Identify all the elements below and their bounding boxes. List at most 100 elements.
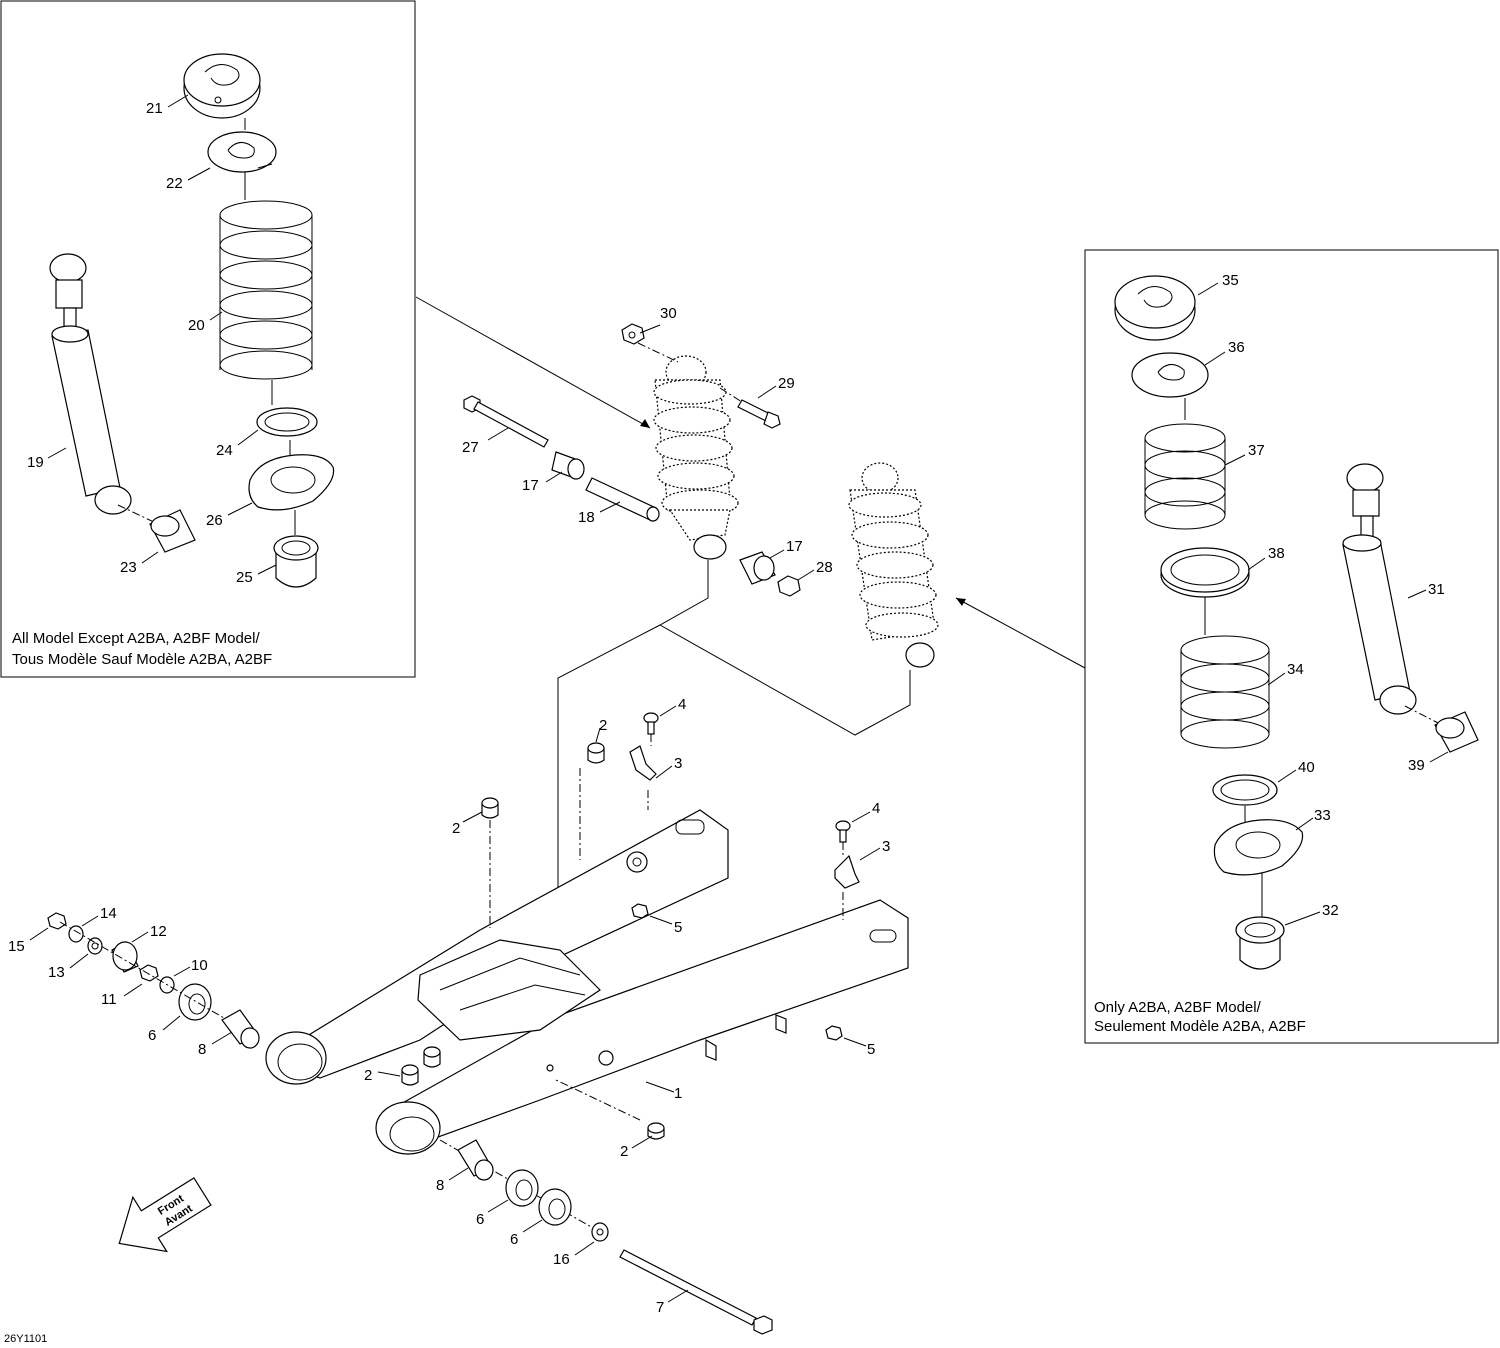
sleeve-8-left (221, 1009, 260, 1049)
callout-16: 16 (553, 1251, 570, 1268)
front-direction-arrow-icon: Front Avant (118, 1177, 212, 1253)
coil-spring-20 (219, 200, 313, 380)
callout-21: 21 (146, 100, 163, 117)
spring-seat-36 (1131, 352, 1209, 398)
callout-6-left: 6 (148, 1027, 156, 1044)
callout-2-bottom: 2 (620, 1143, 628, 1160)
adjuster-nut-32 (1235, 916, 1285, 970)
washer-13 (87, 937, 103, 955)
bushing-17-left (551, 451, 585, 480)
swing-arm-1 (265, 809, 909, 1155)
screw-2-lower-left (401, 1046, 441, 1086)
inset-left-caption-line1: All Model Except A2BA, A2BF Model/ (12, 630, 260, 647)
shock-assembly-center (653, 355, 739, 560)
nut-15 (47, 912, 67, 930)
callout-1: 1 (674, 1085, 682, 1102)
bushing-17-right (739, 551, 776, 585)
callout-25: 25 (236, 569, 253, 586)
shock-absorber-19 (49, 253, 132, 515)
callout-10: 10 (191, 957, 208, 974)
drawing-number: 26Y1101 (4, 1333, 47, 1345)
nut-30 (621, 323, 645, 345)
callout-37: 37 (1248, 442, 1265, 459)
callout-4-top: 4 (678, 696, 686, 713)
callout-33: 33 (1314, 807, 1331, 824)
bearing-6-bottom-b (538, 1188, 572, 1226)
callout-13: 13 (48, 964, 65, 981)
sleeve-18 (585, 477, 660, 522)
callout-40: 40 (1298, 759, 1315, 776)
inset-left-caption-line2: Tous Modèle Sauf Modèle A2BA, A2BF (12, 651, 272, 668)
callout-31: 31 (1428, 581, 1445, 598)
nut-5-right (825, 1025, 843, 1041)
callout-26: 26 (206, 512, 223, 529)
callout-8-left: 8 (198, 1041, 206, 1058)
callout-35: 35 (1222, 272, 1239, 289)
axle-bolt-7 (619, 1249, 773, 1335)
callout-32: 32 (1322, 902, 1339, 919)
callout-7: 7 (656, 1299, 664, 1316)
screw-4-right (835, 820, 851, 843)
inset-box-right (1084, 249, 1499, 1044)
sleeve-8-bottom (457, 1139, 494, 1181)
shock-assembly-right (848, 462, 939, 668)
callout-29: 29 (778, 375, 795, 392)
callout-5-right: 5 (867, 1041, 875, 1058)
ring-24 (256, 407, 318, 437)
callout-6-bottom-a: 6 (476, 1211, 484, 1228)
callout-34: 34 (1287, 661, 1304, 678)
callout-27: 27 (462, 439, 479, 456)
nut-28 (777, 575, 801, 597)
adjuster-plate-33 (1213, 819, 1304, 876)
callout-6-bottom-b: 6 (510, 1231, 518, 1248)
screw-2-top (587, 742, 605, 764)
callout-28: 28 (816, 559, 833, 576)
callout-2-lower-left: 2 (364, 1067, 372, 1084)
callout-3-right: 3 (882, 838, 890, 855)
callout-5-top: 5 (674, 919, 682, 936)
callout-12: 12 (150, 923, 167, 940)
callout-3-top: 3 (674, 755, 682, 772)
callout-14: 14 (100, 905, 117, 922)
callout-22: 22 (166, 175, 183, 192)
callout-4-right: 4 (872, 800, 880, 817)
bushing-23 (149, 509, 196, 553)
callout-23: 23 (120, 559, 137, 576)
bolt-29 (737, 399, 781, 429)
shock-absorber-31 (1342, 463, 1417, 715)
bolt-27 (463, 395, 549, 448)
callout-17-right: 17 (786, 538, 803, 555)
adjuster-nut-25 (273, 535, 319, 588)
adjuster-plate-26 (248, 454, 335, 511)
callout-20: 20 (188, 317, 205, 334)
bushing-39 (1434, 711, 1479, 753)
callout-2-upper-left: 2 (452, 820, 460, 837)
callout-8-bottom: 8 (436, 1177, 444, 1194)
bearing-6-left (178, 983, 212, 1021)
nut-5-top (631, 903, 649, 919)
bearing-6-bottom-a (505, 1169, 539, 1207)
screw-2-upper-left (481, 797, 499, 819)
screw-4-top (643, 712, 659, 735)
bracket-3-top (629, 745, 657, 781)
callout-17-left: 17 (522, 477, 539, 494)
nut-11 (139, 964, 159, 982)
callout-2-top: 2 (599, 717, 607, 734)
callout-38: 38 (1268, 545, 1285, 562)
coil-spring-34 (1180, 635, 1270, 749)
callout-11: 11 (101, 991, 117, 1008)
callout-36: 36 (1228, 339, 1245, 356)
callout-19: 19 (27, 454, 44, 471)
spacer-12 (111, 941, 139, 973)
spring-seat-22 (207, 131, 277, 173)
spring-retainer-35 (1114, 275, 1196, 341)
callout-15: 15 (8, 938, 25, 955)
coil-spring-37 (1144, 423, 1226, 530)
inset-right-caption-line2: Seulement Modèle A2BA, A2BF (1094, 1018, 1306, 1035)
washer-14 (68, 925, 84, 943)
callout-39: 39 (1408, 757, 1425, 774)
callout-24: 24 (216, 442, 233, 459)
inset-box-left (0, 0, 416, 678)
